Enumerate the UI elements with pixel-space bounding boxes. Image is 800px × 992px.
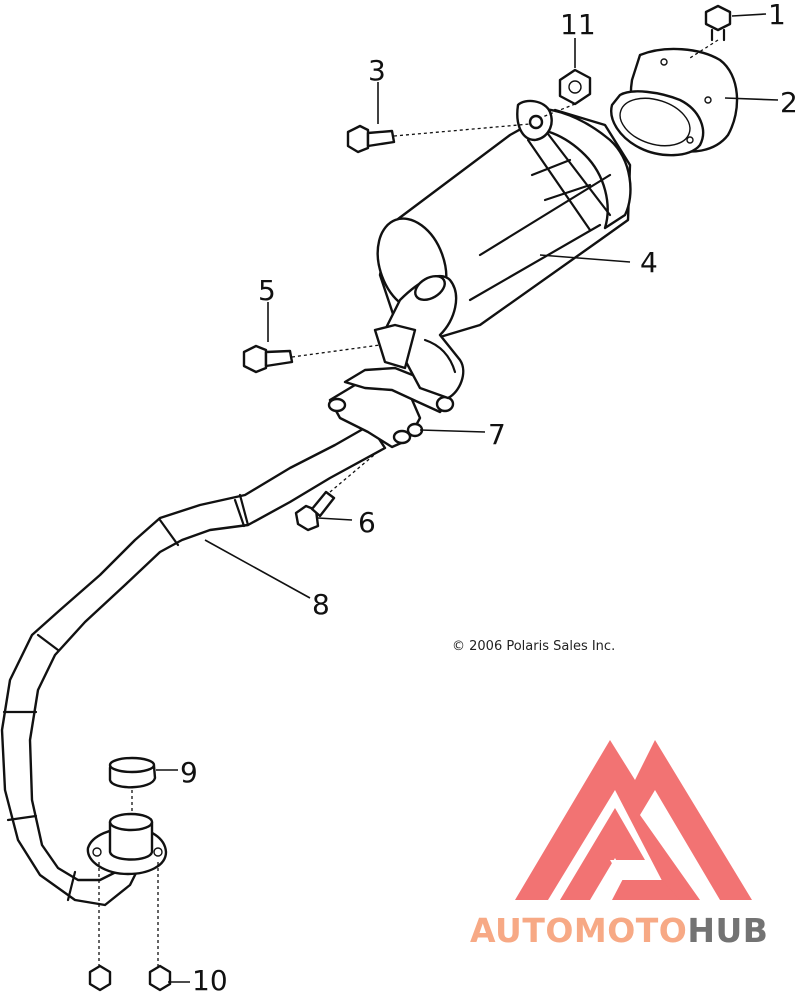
bolt-3 [346,124,396,154]
callout-2: 2 [780,86,798,119]
bolt-6 [294,490,336,532]
watermark-text-light: AUTOMOTO [470,911,687,950]
callout-4: 4 [640,246,658,279]
spark-arrestor [610,47,739,157]
callout-9: 9 [180,756,198,789]
leader-lines [156,13,779,983]
callout-5: 5 [258,274,276,307]
nut-11 [558,68,592,106]
callout-11: 11 [560,8,596,41]
callout-7: 7 [488,418,506,451]
copyright-text: © 2006 Polaris Sales Inc. [452,639,615,654]
pipe-flange-clamp [327,366,455,449]
watermark-text: AUTOMOTOHUB [470,911,768,950]
assembly-lines [131,39,719,812]
callout-labels: 1 2 3 4 5 6 7 8 9 10 11 [180,0,798,992]
exhaust-port-flange [86,812,168,876]
muffler [373,99,632,400]
callout-10: 10 [192,964,228,992]
callout-1: 1 [768,0,786,31]
nuts-10 [88,862,172,992]
callout-8: 8 [312,588,330,621]
bolt-1 [704,4,732,42]
bolt-5 [242,344,294,374]
gasket-9 [108,756,157,789]
watermark-logo [515,740,752,900]
watermark-text-dark: HUB [687,911,768,950]
callout-3: 3 [368,54,386,87]
callout-6: 6 [358,506,376,539]
